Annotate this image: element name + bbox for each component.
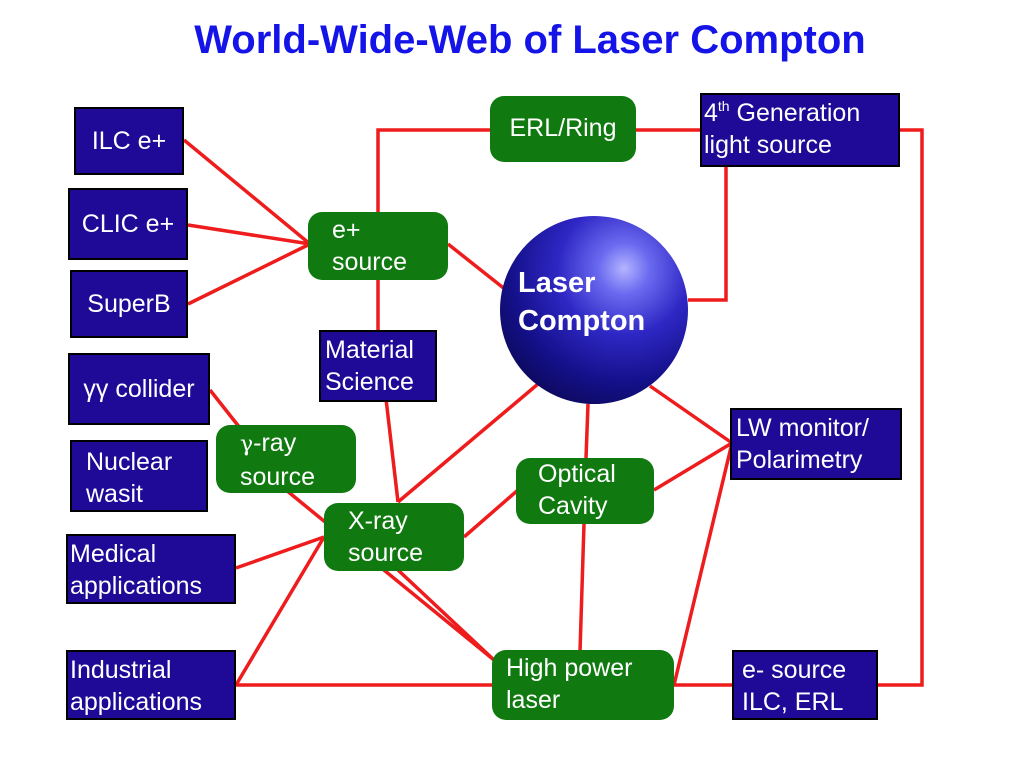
xray-source-node: X-ray source <box>324 503 464 571</box>
material-science-node: Material Science <box>319 330 437 402</box>
fourth-gen-line1: 4th Generation <box>704 98 861 127</box>
clic-eplus-node: CLIC e+ <box>68 188 188 260</box>
connector-optical-lw <box>653 441 733 492</box>
industrial-applications-node: Industrial applications <box>66 650 236 720</box>
fourth-gen-superscript: th <box>717 98 730 114</box>
eminus-source-node: e- source ILC, ERL <box>732 650 878 720</box>
material-science-line1: Material <box>325 336 414 364</box>
eminus-source-line2: ILC, ERL <box>742 688 844 716</box>
gamma-ray-source-node: γ-ray source <box>216 425 356 493</box>
connector-4thgen-eminus <box>878 128 924 687</box>
diagram-title: World-Wide-Web of Laser Compton <box>194 18 866 62</box>
lw-monitor-line2: Polarimetry <box>736 446 863 474</box>
eplus-source-line2: source <box>332 248 408 276</box>
connector-clic-eplus <box>187 223 311 246</box>
xray-source-line1: X-ray <box>348 507 408 535</box>
connector-ilc-eplus <box>182 138 312 246</box>
connector-center-4thgen <box>688 166 728 302</box>
eplus-source-node: e+ source <box>308 212 448 280</box>
superb-node: SuperB <box>70 270 188 338</box>
connector-optical-xray <box>462 488 520 539</box>
high-power-laser-line2: laser <box>506 686 561 714</box>
fourth-generation-node: 4th Generation light source <box>700 93 900 167</box>
connector-center-xray <box>396 382 540 504</box>
eminus-source-line1: e- source <box>742 656 847 684</box>
lw-monitor-node: LW monitor/ Polarimetry <box>730 408 902 480</box>
connector-eplus-erl <box>376 128 492 212</box>
optical-cavity-line2: Cavity <box>538 492 608 520</box>
laser-compton-sphere: Laser Compton <box>500 216 688 404</box>
ilc-eplus-label: ILC e+ <box>91 127 167 155</box>
laser-compton-line2: Compton <box>518 305 646 337</box>
connector-laser-lw <box>672 442 734 686</box>
connector-center-optical <box>584 403 590 459</box>
connector-optical-laser <box>578 523 586 653</box>
xray-source-line2: source <box>348 539 424 567</box>
gamma-ray-line2: source <box>240 463 316 491</box>
industrial-line2: applications <box>70 688 203 716</box>
gamma-ray-line1: γ-ray <box>240 429 297 457</box>
optical-cavity-node: Optical Cavity <box>516 458 654 524</box>
nuclear-waste-line1: Nuclear <box>86 448 173 476</box>
lw-monitor-line1: LW monitor/ <box>736 414 869 442</box>
laser-compton-line1: Laser <box>518 267 596 299</box>
laser-compton-label: Laser Compton <box>518 264 645 340</box>
superb-label: SuperB <box>87 290 171 318</box>
connector-eplus-center <box>446 242 508 292</box>
nuclear-waste-node: Nuclear wasit <box>70 440 208 512</box>
material-science-line2: Science <box>325 368 414 396</box>
connector-superb-eplus <box>187 242 311 306</box>
erl-ring-label: ERL/Ring <box>509 114 617 142</box>
clic-eplus-label: CLIC e+ <box>81 210 175 238</box>
high-power-laser-node: High power laser <box>492 650 674 720</box>
medical-applications-node: Medical applications <box>66 534 236 604</box>
erl-ring-node: ERL/Ring <box>490 96 636 162</box>
eplus-source-line1: e+ <box>332 216 361 244</box>
industrial-line1: Industrial <box>70 656 172 684</box>
nuclear-waste-line2: wasit <box>86 480 143 508</box>
connector-xray-industrial <box>234 536 326 686</box>
gg-collider-label: γγ collider <box>83 375 195 403</box>
connector-gamma-laser <box>284 488 496 662</box>
connector-gg-gamma <box>208 388 242 430</box>
medical-line2: applications <box>70 572 203 600</box>
connector-xray-medical <box>235 535 325 570</box>
optical-cavity-line1: Optical <box>538 460 616 488</box>
gg-collider-node: γγ collider <box>68 353 210 425</box>
medical-line1: Medical <box>70 540 157 568</box>
ilc-eplus-node: ILC e+ <box>74 107 184 175</box>
high-power-laser-line1: High power <box>506 654 633 682</box>
fourth-gen-line2: light source <box>704 131 832 159</box>
connector-center-lw <box>649 384 733 445</box>
